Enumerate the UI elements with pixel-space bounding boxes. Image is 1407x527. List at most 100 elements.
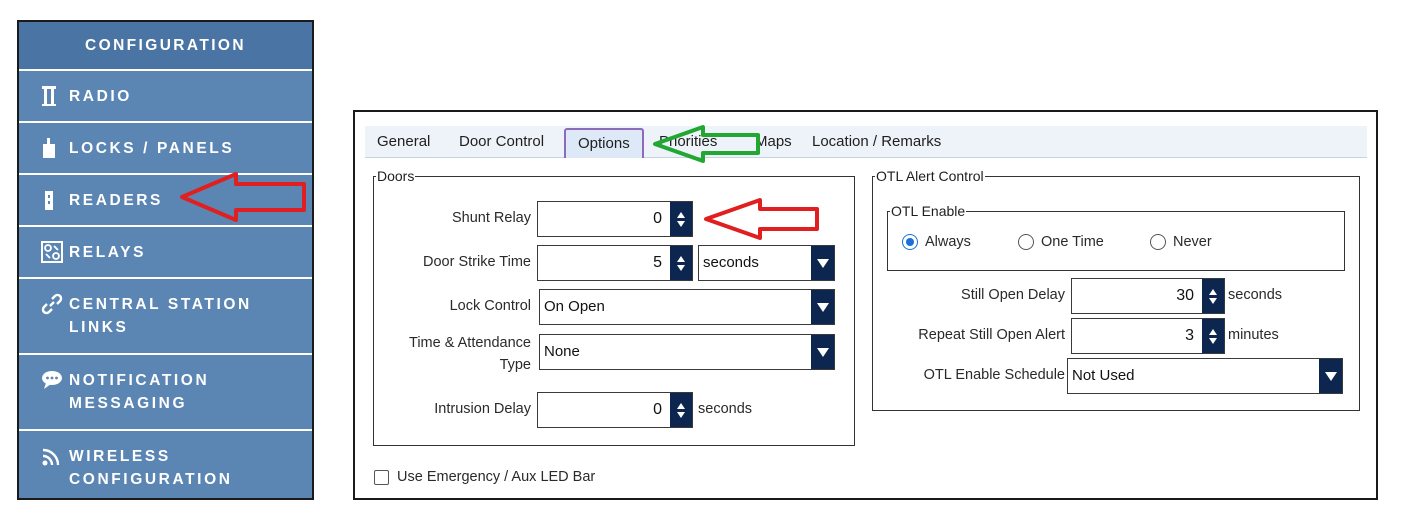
chevron-down-icon[interactable]: [811, 335, 834, 369]
sidebar-item-notification-messaging[interactable]: NOTIFICATION MESSAGING: [19, 355, 312, 431]
tab-maps[interactable]: Maps: [755, 133, 792, 150]
shunt-relay-stepper[interactable]: 0: [537, 201, 693, 237]
otl-radio-never[interactable]: Never: [1150, 234, 1212, 250]
shunt-relay-value[interactable]: 0: [653, 210, 662, 227]
sidebar-item-relays[interactable]: RELAYS: [19, 227, 312, 279]
otl-enable-legend: OTL Enable: [891, 203, 966, 219]
door-strike-unit-select[interactable]: seconds: [698, 245, 835, 281]
intrusion-delay-spin-buttons[interactable]: [670, 393, 692, 427]
sidebar-item-locks-panels[interactable]: LOCKS / PANELS: [19, 123, 312, 175]
intrusion-delay-label: Intrusion Delay: [434, 401, 531, 417]
still-open-delay-unit: seconds: [1228, 287, 1283, 303]
sidebar-item-label: WIRELESS: [69, 448, 171, 465]
arrow-down-icon[interactable]: [677, 220, 685, 227]
wireless-icon: [41, 445, 69, 467]
otl-alert-control-group: OTL Alert Control: [872, 168, 1360, 411]
repeat-still-open-alert-label: Repeat Still Open Alert: [918, 327, 1065, 343]
sidebar-item-label: RELAYS: [69, 244, 147, 261]
tab-general[interactable]: General: [377, 133, 431, 150]
tab-bar: General Door Control Options Priorities …: [365, 126, 1367, 158]
lock-panel-icon: [41, 137, 69, 159]
repeat-alert-spin-buttons[interactable]: [1202, 319, 1224, 353]
chevron-down-icon[interactable]: [1319, 359, 1342, 393]
repeat-still-open-alert-stepper[interactable]: 3: [1071, 318, 1225, 354]
sidebar-item-label: READERS: [69, 192, 163, 209]
lock-control-select[interactable]: On Open: [539, 289, 835, 325]
still-open-delay-value[interactable]: 30: [1176, 287, 1194, 304]
radio-label: Always: [925, 234, 971, 250]
doors-group: Doors: [373, 168, 855, 446]
sidebar-item-label: CENTRAL STATION: [69, 296, 252, 313]
otl-enable-schedule-value[interactable]: Not Used: [1072, 367, 1135, 384]
sidebar-header: CONFIGURATION: [19, 22, 312, 71]
intrusion-delay-stepper[interactable]: 0: [537, 392, 693, 428]
still-open-delay-stepper[interactable]: 30: [1071, 278, 1225, 314]
otl-alert-control-legend: OTL Alert Control: [876, 168, 984, 184]
relays-icon: [41, 241, 69, 263]
sidebar-item-label: LOCKS / PANELS: [69, 140, 235, 157]
radio-tower-icon: [41, 85, 69, 107]
configuration-sidebar: CONFIGURATION RADIO LOCKS / PANELS READE…: [17, 20, 314, 500]
otl-enable-group: OTL Enable: [887, 203, 1345, 271]
time-attendance-label-line2: Type: [499, 357, 531, 373]
lock-control-label: Lock Control: [449, 298, 531, 314]
radio-unselected-icon[interactable]: [1150, 234, 1166, 250]
chevron-down-icon[interactable]: [811, 290, 834, 324]
repeat-still-open-alert-value[interactable]: 3: [1185, 327, 1194, 344]
door-strike-time-spin-buttons[interactable]: [670, 246, 692, 280]
arrow-up-icon[interactable]: [1209, 288, 1217, 295]
arrow-up-icon[interactable]: [677, 255, 685, 262]
tab-options[interactable]: Options: [564, 128, 644, 158]
door-strike-unit-value[interactable]: seconds: [703, 254, 759, 271]
arrow-down-icon[interactable]: [677, 411, 685, 418]
options-panel: General Door Control Options Priorities …: [353, 110, 1378, 500]
otl-radio-one-time[interactable]: One Time: [1018, 234, 1104, 250]
door-strike-time-stepper[interactable]: 5: [537, 245, 693, 281]
radio-label: Never: [1173, 234, 1212, 250]
sidebar-item-label: NOTIFICATION: [69, 372, 210, 389]
sidebar-item-radio[interactable]: RADIO: [19, 71, 312, 123]
time-attendance-label: Time & Attendance Type: [385, 332, 531, 376]
sidebar-item-wireless-configuration[interactable]: WIRELESS CONFIGURATION: [19, 431, 312, 505]
arrow-down-icon[interactable]: [677, 264, 685, 271]
arrow-up-icon[interactable]: [1209, 328, 1217, 335]
sidebar-item-readers[interactable]: READERS: [19, 175, 312, 227]
sidebar-item-label: RADIO: [69, 88, 132, 105]
time-attendance-label-line1: Time & Attendance: [409, 335, 531, 351]
arrow-down-icon[interactable]: [1209, 337, 1217, 344]
radio-unselected-icon[interactable]: [1018, 234, 1034, 250]
otl-enable-schedule-select[interactable]: Not Used: [1067, 358, 1343, 394]
arrow-up-icon[interactable]: [677, 211, 685, 218]
shunt-relay-spin-buttons[interactable]: [670, 202, 692, 236]
tab-door-control[interactable]: Door Control: [459, 133, 545, 150]
lock-control-value[interactable]: On Open: [544, 298, 605, 315]
link-icon: [41, 293, 69, 315]
radio-selected-icon[interactable]: [902, 234, 918, 250]
reader-icon: [41, 189, 69, 211]
arrow-down-icon[interactable]: [1209, 297, 1217, 304]
otl-radio-always[interactable]: Always: [902, 234, 971, 250]
time-attendance-select[interactable]: None: [539, 334, 835, 370]
radio-label: One Time: [1041, 234, 1104, 250]
chevron-down-icon[interactable]: [811, 246, 834, 280]
doors-legend: Doors: [377, 168, 415, 184]
door-strike-time-value[interactable]: 5: [653, 254, 662, 271]
chat-bubble-icon: [41, 369, 69, 391]
checkbox-label: Use Emergency / Aux LED Bar: [397, 469, 596, 485]
tab-location-remarks[interactable]: Location / Remarks: [812, 133, 942, 150]
checkbox-unchecked-icon[interactable]: [374, 469, 389, 485]
door-strike-time-label: Door Strike Time: [423, 254, 531, 270]
time-attendance-value[interactable]: None: [544, 343, 580, 360]
repeat-still-open-alert-unit: minutes: [1228, 327, 1279, 343]
use-emergency-led-checkbox[interactable]: Use Emergency / Aux LED Bar: [374, 469, 595, 485]
intrusion-delay-unit: seconds: [698, 401, 753, 417]
arrow-up-icon[interactable]: [677, 402, 685, 409]
sidebar-item-label: CONFIGURATION: [69, 471, 233, 488]
still-open-delay-spin-buttons[interactable]: [1202, 279, 1224, 313]
sidebar-item-central-station-links[interactable]: CENTRAL STATION LINKS: [19, 279, 312, 355]
sidebar-item-label: MESSAGING: [69, 395, 188, 412]
intrusion-delay-value[interactable]: 0: [653, 401, 662, 418]
otl-enable-schedule-label: OTL Enable Schedule: [923, 367, 1065, 383]
tab-priorities[interactable]: Priorities: [659, 133, 718, 150]
shunt-relay-label: Shunt Relay: [452, 210, 531, 226]
